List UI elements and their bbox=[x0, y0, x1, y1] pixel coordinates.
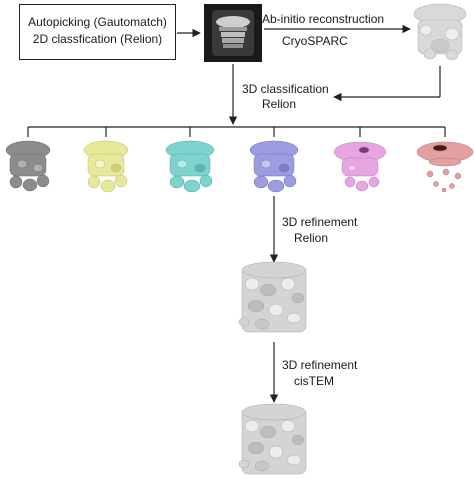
step1-line2: 2D classfication (Relion) bbox=[32, 32, 163, 46]
class-map-yellow bbox=[83, 140, 129, 193]
class-map-salmon bbox=[416, 141, 474, 193]
step4-line1: 3D refinement bbox=[282, 215, 358, 229]
step2-line2: CryoSPARC bbox=[282, 34, 348, 48]
step5-line2: cisTEM bbox=[294, 374, 334, 388]
class-map-cyan bbox=[165, 140, 215, 193]
class-map-blue bbox=[249, 140, 299, 193]
refined-model-relion bbox=[238, 261, 307, 333]
class-average-image bbox=[204, 4, 262, 62]
classification-bracket bbox=[27, 126, 446, 137]
step1-line1: Autopicking (Gautomatch) bbox=[28, 15, 167, 29]
step4-line2: Relion bbox=[294, 231, 329, 245]
step3-line2: Relion bbox=[262, 97, 297, 111]
step3-line1: 3D classification bbox=[242, 82, 329, 96]
step1-box: Autopicking (Gautomatch) 2D classficatio… bbox=[19, 4, 176, 60]
class-map-gray bbox=[5, 140, 51, 192]
step5-line1: 3D refinement bbox=[282, 358, 358, 372]
step2-line1: Ab-initio reconstruction bbox=[262, 12, 385, 26]
abinitio-model bbox=[413, 3, 467, 61]
class-map-pink bbox=[333, 141, 387, 192]
refined-model-cistem bbox=[238, 403, 307, 475]
